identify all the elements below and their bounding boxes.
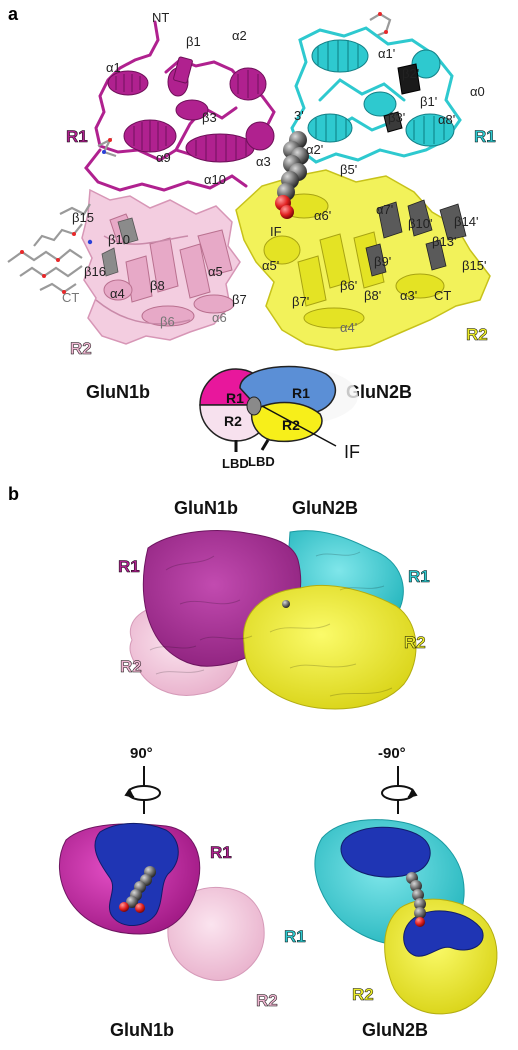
label-b15: β15 [72, 210, 94, 225]
label-b10p: β10' [408, 216, 432, 231]
glycan-oxygens [20, 12, 388, 294]
label-b15p: β15' [462, 258, 486, 273]
label-a9: α9 [156, 150, 171, 165]
schematic-label-lbd-left: LBD [222, 456, 249, 471]
bl-label-r2: R2 [256, 991, 278, 1010]
label-a3: α3 [256, 154, 271, 169]
label-ct-left: CT [62, 290, 79, 305]
panel-a-glun1b-title: GluN1b [86, 382, 150, 402]
label-3p: 3' [294, 108, 304, 123]
label-glun1b-r2: R2 [70, 339, 92, 358]
bl-title: GluN1b [110, 1020, 174, 1040]
domain-schematic: R1 R1 R2 R2 LBD LBD IF [199, 365, 360, 471]
label-a1p: α1' [378, 46, 395, 61]
label-a7p: α7' [376, 202, 393, 217]
label-a5: α5 [208, 264, 223, 279]
panel-a-sse-labels: NT β1 α1 α2 β3 α9 α10 α3 β15 β10 β16 CT … [62, 10, 486, 335]
label-b16: β16 [84, 264, 106, 279]
glun1b-r1-helices [107, 56, 275, 163]
panel-b-glun2b-title: GluN2B [292, 498, 358, 518]
panel-b-letter: b [8, 484, 19, 504]
panel-a-letter: a [8, 4, 19, 24]
label-b6: β6 [160, 314, 175, 329]
glun2b-r2-ribbon [235, 169, 491, 351]
top-label-glun1b-r1: R1 [118, 557, 140, 576]
glycan-nitrogens [87, 150, 106, 245]
label-b1: β1 [186, 34, 201, 49]
schematic-label-r1-right: R1 [292, 385, 310, 401]
label-a4p: α4' [340, 320, 357, 335]
schematic-label-if: IF [344, 442, 360, 462]
top-ligand-hint [282, 600, 290, 608]
label-b8: β8 [150, 278, 165, 293]
label-a1: α1 [106, 60, 121, 75]
label-glun2b-r1: R1 [474, 127, 496, 146]
br-title: GluN2B [362, 1020, 428, 1040]
schematic-label-lbd-right: LBD [248, 454, 275, 469]
panel-a-glun2b-title: GluN2B [346, 382, 412, 402]
label-if: IF [270, 224, 282, 239]
bottom-right-surface [314, 819, 498, 1015]
rotation-arrow-left [124, 766, 161, 814]
top-label-glun2b-r2: R2 [404, 633, 426, 652]
label-b9p: β9' [374, 254, 391, 269]
schematic-glun2b-r2 [250, 401, 323, 443]
glun2b-r1-helices [307, 39, 455, 147]
schematic-label-r2-right: R2 [282, 417, 300, 433]
label-b6p: β6' [340, 278, 357, 293]
top-glun2b-r2-surface [243, 585, 417, 710]
schematic-label-r2-left: R2 [224, 413, 242, 429]
label-b2p: β2' [402, 66, 419, 81]
bl-glun1b-r2-surface [167, 886, 265, 981]
glun1b-r1-helix-stripes [115, 70, 259, 162]
top-label-glun2b-r1: R1 [408, 567, 430, 586]
bl-label-r1: R1 [210, 843, 232, 862]
label-ct-right: CT [434, 288, 451, 303]
label-b5p: β5' [340, 162, 357, 177]
top-surface-assembly [129, 530, 417, 710]
top-label-glun1b-r2: R2 [120, 657, 142, 676]
label-b14p: β14' [454, 214, 478, 229]
label-b3p: β3' [388, 110, 405, 125]
schematic-ligand [246, 396, 262, 416]
rotation-arrow-right [381, 766, 418, 814]
label-b8p: β8' [364, 288, 381, 303]
label-a10: α10 [204, 172, 226, 187]
label-b3: β3 [202, 110, 217, 125]
label-a4: α4 [110, 286, 125, 301]
label-a0: α0 [470, 84, 485, 99]
label-a3p: α3' [400, 288, 417, 303]
label-b7: β7 [232, 292, 247, 307]
label-b7p: β7' [292, 294, 309, 309]
panel-b: b GluN1b GluN2B R1 R1 R2 R2 [8, 484, 498, 1040]
label-glun1b-r1: R1 [66, 127, 88, 146]
bottom-left-surface [59, 822, 265, 981]
bl-ligand-spheres [119, 866, 156, 913]
bl-interface-surface [94, 822, 179, 926]
rotation-label-left: 90° [130, 745, 153, 762]
br-label-r2: R2 [352, 985, 374, 1004]
rotation-label-right: -90° [378, 745, 406, 762]
ligand-spheres-a [275, 131, 309, 219]
glun1b-r2-strands-dark [101, 217, 139, 277]
label-b1p: β1' [420, 94, 437, 109]
label-glun2b-r2: R2 [466, 325, 488, 344]
label-a6p: α6' [314, 208, 331, 223]
glun2b-r1-helix-stripes [315, 40, 445, 144]
label-a2: α2 [232, 28, 247, 43]
br-ligand-spheres [406, 872, 426, 927]
br-label-r1: R1 [284, 927, 306, 946]
label-b13p: β13' [432, 234, 456, 249]
label-b10: β10 [108, 232, 130, 247]
panel-a: a [7, 4, 496, 471]
label-a5p: α5' [262, 258, 279, 273]
label-a8p: α8' [438, 112, 455, 127]
schematic-label-r1-left: R1 [226, 390, 244, 406]
panel-b-glun1b-title: GluN1b [174, 498, 238, 518]
label-a6: α6 [212, 310, 227, 325]
label-a2p: α2' [306, 142, 323, 157]
br-interface-upper [340, 826, 431, 878]
label-nt: NT [152, 10, 169, 25]
